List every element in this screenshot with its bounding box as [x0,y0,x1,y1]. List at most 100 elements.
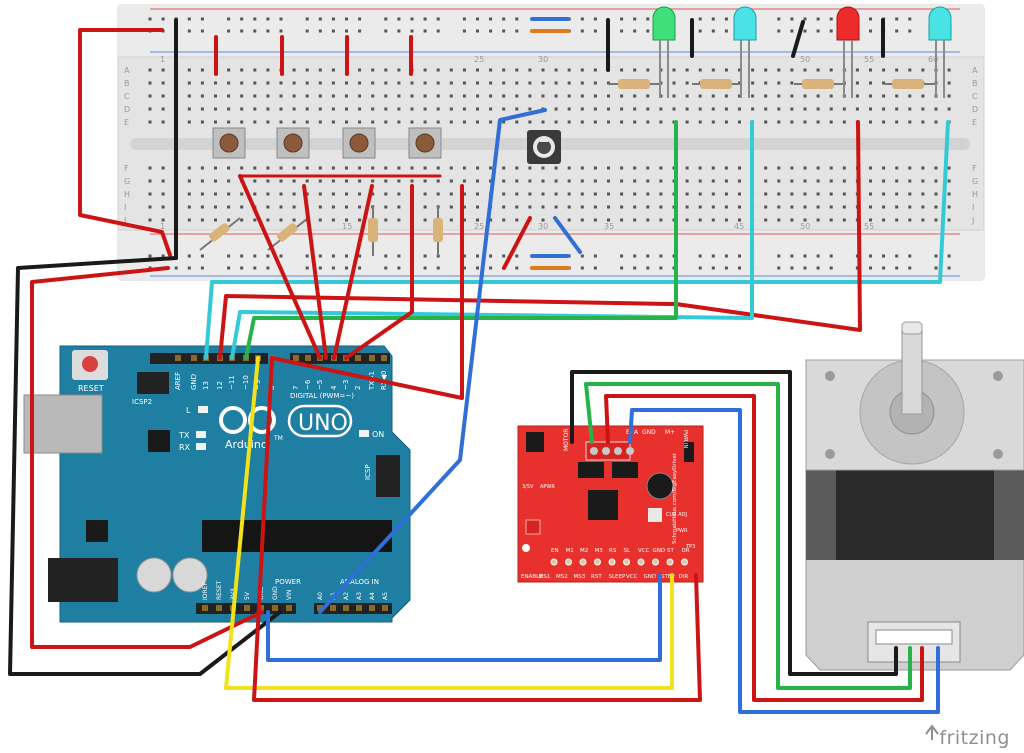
breadboard-hole [698,68,702,72]
analog-pin-label: A0 [317,592,324,600]
rail-hole [266,254,270,258]
rail-hole [816,266,820,270]
driver-pin[interactable] [681,558,688,566]
header-pin[interactable] [293,355,299,361]
breadboard-hole [200,68,204,72]
driver-pin[interactable] [608,558,616,566]
power-pin[interactable] [244,605,250,611]
rail-hole [659,254,663,258]
driver-label-gnd: GND [642,429,656,436]
driver-pin[interactable] [579,558,587,566]
wire-red-motor [604,394,924,702]
analog-pin[interactable] [382,605,388,611]
pushbutton-2[interactable] [276,127,310,159]
breadboard-hole [331,107,335,111]
wire-black-motor [570,370,898,676]
rail-hole [318,266,322,270]
header-pin[interactable] [305,355,311,361]
breadboard-hole [659,218,663,222]
rail-hole [345,17,348,21]
driver-pin[interactable] [594,558,601,566]
pushbutton-1[interactable] [212,127,246,159]
header-pin[interactable] [381,355,387,361]
driver-pin[interactable] [623,558,630,566]
breadboard-hole [869,205,872,209]
wire-red-btn-3 [332,184,374,360]
rail-hole [711,17,715,21]
breadboard-hole [161,94,165,98]
breadboard-hole [502,81,506,85]
breadboard-hole [803,107,807,111]
power-pin[interactable] [272,605,278,611]
potentiometer[interactable] [527,130,561,164]
pushbutton-3[interactable] [342,127,376,159]
driver-pin-label: DR [682,548,690,554]
breadboard-hole [384,81,388,85]
header-pin[interactable] [355,355,361,361]
breadboard-hole [331,205,335,209]
rail-hole [253,254,257,258]
breadboard-hole [148,192,152,196]
breadboard-hole [593,179,597,183]
breadboard-hole [279,107,283,111]
breadboard-hole [541,81,545,85]
breadboard-hole [724,107,728,111]
breadboard-hole [515,68,519,72]
rail-hole [358,254,362,258]
power-pin[interactable] [286,605,292,611]
breadboard-hole [711,166,715,170]
rail-hole [869,254,872,258]
wire-red-dir [252,356,702,702]
header-pin[interactable] [369,355,375,361]
driver-pin[interactable] [565,558,572,566]
rail-hole [646,17,650,21]
breadboard-hole [882,218,886,222]
breadboard-hole [462,192,466,196]
breadboard-hole [541,218,545,222]
breadboard-hole [187,179,191,183]
breadboard-hole [567,68,571,72]
power-pin[interactable] [202,605,208,611]
breadboard-hole [515,107,519,111]
analog-pin[interactable] [330,605,336,611]
driver-pin[interactable] [550,558,558,566]
breadboard-hole [253,192,257,196]
bb-row-letter: D [124,105,130,114]
analog-pin[interactable] [317,605,323,611]
power-pin[interactable] [216,605,222,611]
pushbuttons [212,127,442,159]
power-pin[interactable] [258,605,264,611]
breadboard-hole [292,192,296,196]
breadboard-hole [476,120,479,124]
analog-pin[interactable] [356,605,362,611]
driver-pin[interactable] [652,558,659,566]
breadboard-hole [345,166,348,170]
breadboard-hole [620,179,624,183]
arduino-tm: TM [273,435,283,442]
breadboard-hole [318,94,322,98]
breadboard-hole [266,120,270,124]
rail-hole [711,266,715,270]
breadboard-hole [371,120,375,124]
analog-pin[interactable] [343,605,349,611]
rail-hole [305,17,309,21]
breadboard-hole [934,166,938,170]
breadboard-hole [895,94,899,98]
pushbutton-4[interactable] [408,127,442,159]
driver-pin[interactable] [666,558,674,566]
header-digital-low [290,353,390,364]
analog-pin[interactable] [369,605,375,611]
breadboard-hole [646,205,650,209]
breadboard-hole [633,94,637,98]
current-adjust-pot[interactable] [648,508,662,522]
breadboard-hole [266,166,270,170]
breadboard-hole [200,179,204,183]
driver-pin-label: VCC [626,574,638,580]
rail-hole [462,17,466,21]
header-pin[interactable] [191,355,197,361]
rail-hole [502,254,506,258]
digital-pin-label: ~6 [304,379,312,390]
rail-hole [724,17,728,21]
driver-pin[interactable] [637,558,645,566]
header-pin[interactable] [175,355,181,361]
